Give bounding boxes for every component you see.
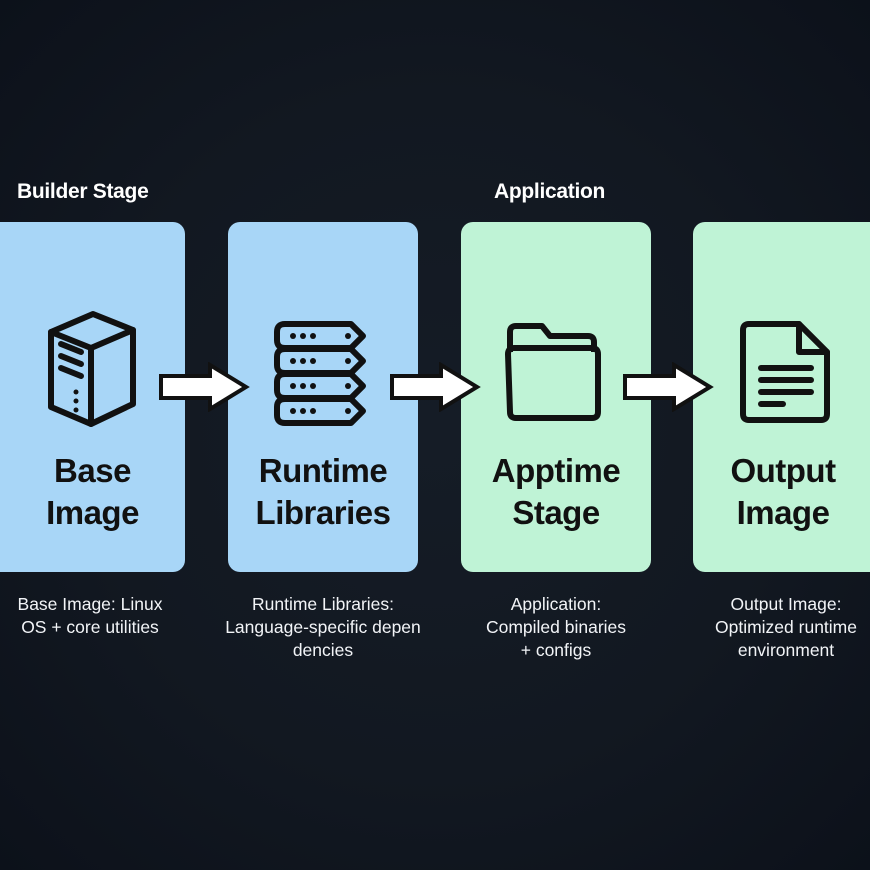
stage-title-line1: Base xyxy=(54,452,131,489)
caption-line: environment xyxy=(737,640,835,660)
stage-caption-application: Application: Compiled binaries + configs xyxy=(446,593,666,662)
caption-line: Runtime Libraries: xyxy=(252,594,394,614)
server-icon xyxy=(33,302,153,432)
caption-line: Optimized runtime xyxy=(715,617,857,637)
library-stack-icon xyxy=(263,302,383,432)
stage-title-line1: Output xyxy=(730,452,836,489)
stage-card-output-image: Output Image xyxy=(693,222,870,572)
stage-caption-runtime-libraries: Runtime Libraries: Language-specific dep… xyxy=(213,593,433,662)
arrow-right-icon xyxy=(389,361,481,413)
caption-line: Application: xyxy=(510,594,602,614)
caption-line: dencies xyxy=(292,640,354,660)
arrow-right-icon xyxy=(158,361,250,413)
caption-line: + configs xyxy=(520,640,592,660)
stage-card-runtime-libraries: Runtime Libraries xyxy=(228,222,418,572)
stage-title: Output Image xyxy=(693,450,870,534)
caption-line: Compiled binaries xyxy=(485,617,627,637)
folder-icon xyxy=(496,302,616,432)
stage-title: Apptime Stage xyxy=(461,450,651,534)
stage-title-line1: Runtime xyxy=(258,452,388,489)
stage-title-line1: Apptime xyxy=(491,452,621,489)
document-icon xyxy=(723,302,843,432)
stage-card-apptime-stage: Apptime Stage xyxy=(461,222,651,572)
stage-title-line2: Image xyxy=(736,494,830,531)
caption-line: Base Image: Linux xyxy=(17,594,163,614)
arrow-right-icon xyxy=(622,361,714,413)
stage-caption-base-image: Base Image: Linux OS + core utilities xyxy=(0,593,200,639)
caption-line: Output Image: xyxy=(730,594,842,614)
caption-line: Language-specific depen xyxy=(225,617,421,637)
stage-title-line2: Stage xyxy=(512,494,600,531)
stage-title: Base Image xyxy=(0,450,185,534)
stage-title-line2: Libraries xyxy=(255,494,391,531)
group-label-application: Application xyxy=(494,180,606,203)
stage-card-base-image: Base Image xyxy=(0,222,185,572)
stage-title: Runtime Libraries xyxy=(228,450,418,534)
stage-title-line2: Image xyxy=(46,494,139,531)
caption-line: OS + core utilities xyxy=(21,617,159,637)
stage-caption-output-image: Output Image: Optimized runtime environm… xyxy=(676,593,870,662)
group-label-builder-stage: Builder Stage xyxy=(17,180,149,203)
